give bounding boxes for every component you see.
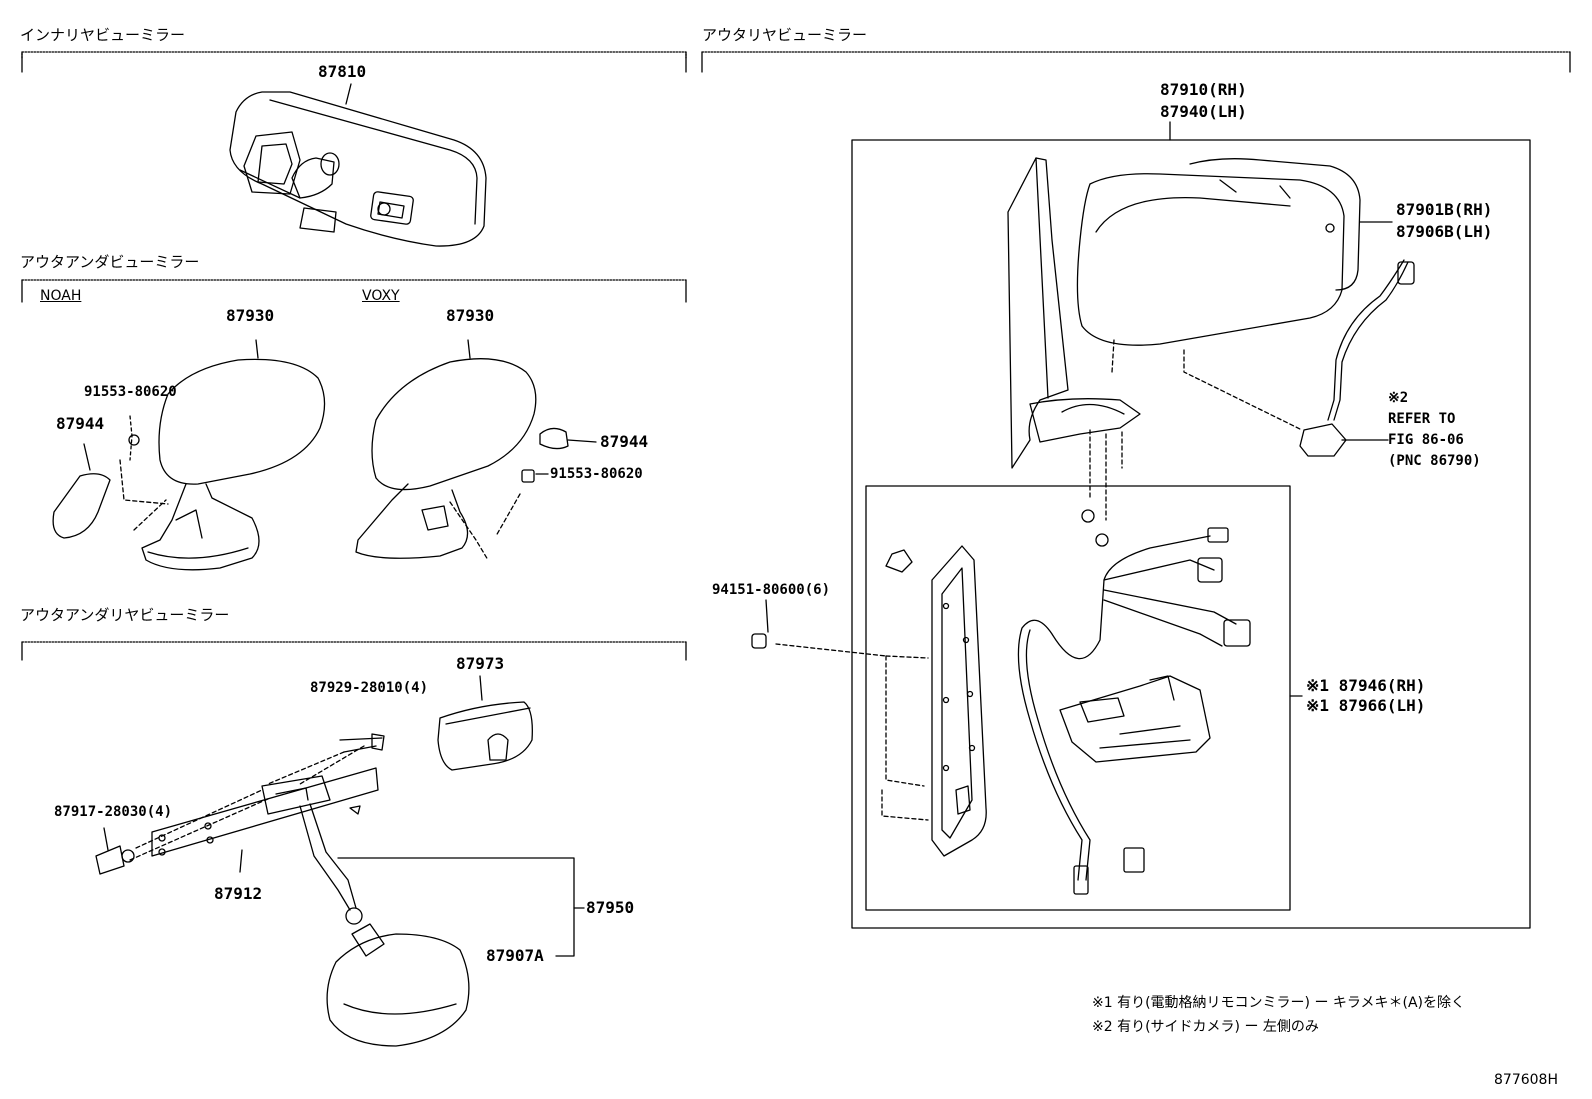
- part-label-87950: 87950: [586, 898, 635, 917]
- part-label-87901b: 87901B(RH): [1396, 200, 1493, 219]
- refer-line-1: REFER TO: [1388, 411, 1456, 427]
- noah-under-mirror-drawing: [52, 339, 326, 571]
- variant-label-voxy: VOXY: [362, 288, 400, 304]
- section-bracket-outer-rear: [701, 51, 1571, 73]
- part-label-87944-voxy: 87944: [600, 432, 649, 451]
- footnote-1: ※1 有り(電動格納リモコンミラー) ー キラメキ＊(A)を除く: [1092, 995, 1465, 1011]
- inner-mirror-drawing: [229, 83, 487, 247]
- section-bracket-outer-under: [21, 279, 687, 303]
- outer-mirror-drawing: [751, 121, 1531, 929]
- variant-label-noah: NOAH: [40, 288, 82, 304]
- refer-line-3: (PNC 86790): [1388, 453, 1481, 469]
- part-label-87973: 87973: [456, 654, 505, 673]
- section-title-inner-mirror: インナリヤビューミラー: [20, 26, 186, 44]
- part-label-91553-voxy: 91553-80620: [550, 466, 643, 482]
- part-label-87930-voxy: 87930: [446, 306, 495, 325]
- section-bracket-outer-under-rear: [21, 641, 687, 661]
- under-rear-mirror-drawing: [95, 675, 585, 1047]
- part-label-87944-noah: 87944: [56, 414, 105, 433]
- part-label-87930-noah: 87930: [226, 306, 275, 325]
- part-label-87906b: 87906B(LH): [1396, 222, 1493, 241]
- part-label-87810: 87810: [318, 62, 367, 81]
- footnote-2: ※2 有り(サイドカメラ) ー 左側のみ: [1092, 1019, 1319, 1035]
- part-label-87940: 87940(LH): [1160, 102, 1247, 121]
- refer-mark: ※2: [1388, 390, 1409, 406]
- part-label-87946: ※1 87946(RH): [1306, 676, 1426, 695]
- refer-line-2: FIG 86-06: [1388, 432, 1464, 448]
- part-label-87966: ※1 87966(LH): [1306, 696, 1426, 715]
- part-label-87912: 87912: [214, 884, 263, 903]
- voxy-under-mirror-drawing: [355, 339, 597, 561]
- figure-number: 877608H: [1494, 1072, 1558, 1088]
- part-label-87907a: 87907A: [486, 946, 544, 965]
- section-title-outer-under-rear-mirror: アウタアンダリヤビューミラー: [20, 606, 230, 624]
- part-label-87910: 87910(RH): [1160, 80, 1247, 99]
- part-label-91553-noah: 91553-80620: [84, 384, 177, 400]
- part-label-87929: 87929-28010(4): [310, 680, 429, 696]
- part-label-87917: 87917-28030(4): [54, 804, 173, 820]
- section-title-outer-rear-mirror: アウタリヤビューミラー: [702, 26, 868, 44]
- section-bracket-inner: [21, 51, 687, 73]
- section-title-outer-under-mirror: アウタアンダビューミラー: [20, 253, 200, 271]
- part-label-94151: 94151-80600(6): [712, 582, 831, 598]
